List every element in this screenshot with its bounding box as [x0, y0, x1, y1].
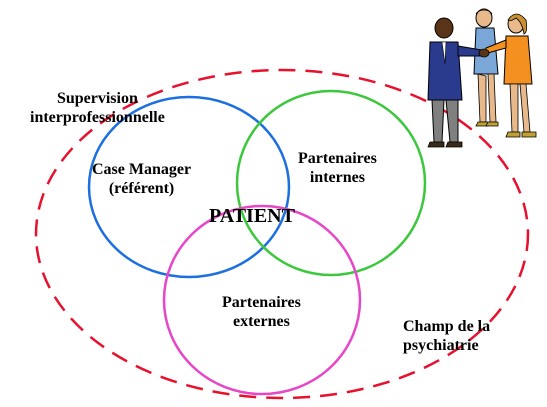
- supervision-label-line-2: interprofessionnelle: [30, 109, 165, 126]
- woman-back-figure: [473, 8, 499, 127]
- patient-label: PATIENT: [209, 205, 295, 227]
- case-manager-label: Case Manager (référent): [92, 160, 191, 198]
- internal-partners-label-line-2: internes: [309, 169, 365, 186]
- internal-partners-circle: [235, 89, 427, 277]
- woman-orange-figure: [483, 13, 537, 138]
- external-partners-label: Partenaires externes: [222, 293, 301, 331]
- supervision-label-line-1: Supervision: [56, 90, 138, 107]
- psychiatry-field-label: Champ de la psychiatrie: [403, 317, 490, 355]
- psychiatry-field-label-line-1: Champ de la: [403, 318, 491, 335]
- people-handshake-icon: [427, 8, 537, 148]
- case-manager-label-line-2: (référent): [108, 180, 175, 197]
- internal-partners-label-line-1: Partenaires: [298, 150, 377, 167]
- supervision-label: Supervision interprofessionnelle: [30, 89, 165, 127]
- external-partners-circle: [162, 204, 362, 396]
- man-suit-figure: [427, 17, 490, 148]
- internal-partners-label: Partenaires internes: [298, 149, 377, 187]
- external-partners-label-line-1: Partenaires: [222, 294, 301, 311]
- case-manager-circle: [87, 95, 291, 279]
- psychiatry-field-label-line-2: psychiatrie: [403, 337, 479, 354]
- psychiatry-field-ellipse: [34, 68, 530, 400]
- external-partners-label-line-2: externes: [232, 313, 290, 330]
- case-manager-label-line-1: Case Manager: [92, 161, 192, 178]
